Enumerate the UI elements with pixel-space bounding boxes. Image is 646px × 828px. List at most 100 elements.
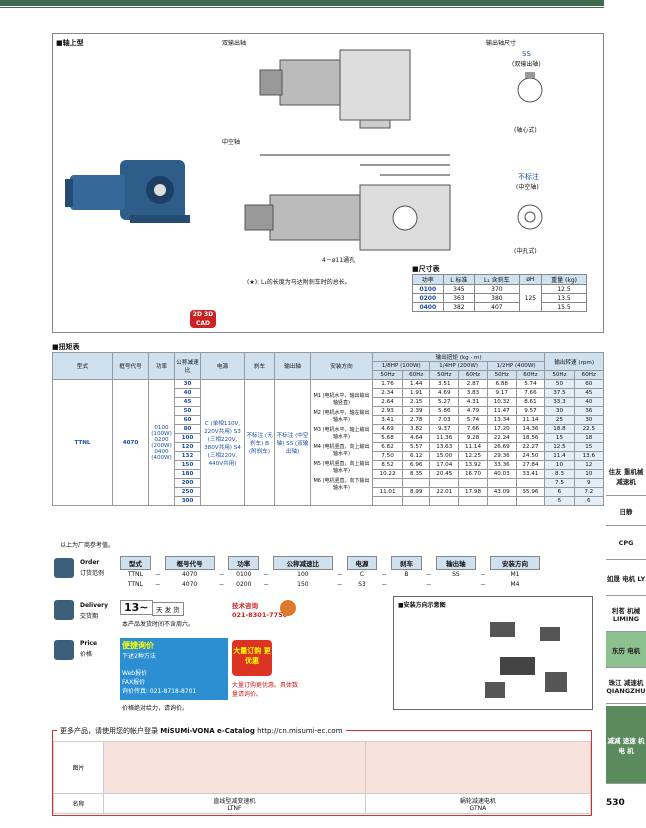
ss-label: SS xyxy=(522,50,531,58)
order-h: 公称减速比 xyxy=(273,556,333,570)
th-rpm: 输出转速 (rpm) xyxy=(544,352,604,371)
th-model: 型式 xyxy=(52,352,113,380)
table-cell: 7.2 xyxy=(573,487,605,497)
catalog-img2[interactable] xyxy=(364,741,592,794)
table-cell xyxy=(486,478,517,488)
torque-footnote: 以上为厂商参考值。 xyxy=(60,542,115,549)
table-cell xyxy=(371,478,404,488)
table-cell: 18.56 xyxy=(515,433,546,443)
table-cell: 22.01 xyxy=(429,487,460,497)
catalog-panel: 更多产品，请使用您的帐户登录 MiSUMi-VONA e-Catalog htt… xyxy=(52,726,592,816)
table-cell: 13.34 xyxy=(486,415,517,425)
table-cell: 11.14 xyxy=(515,415,546,425)
table-cell: 4.64 xyxy=(402,433,431,443)
order-label-cn: 订货范例 xyxy=(80,570,105,577)
no-mark-label: 不标注 xyxy=(518,173,539,181)
table-cell: 16.70 xyxy=(458,469,488,479)
table-cell: 3.41 xyxy=(371,415,404,425)
truck-icon xyxy=(54,600,74,620)
th-ratio: 公称减速比 xyxy=(174,352,201,380)
quick-quote-panel[interactable]: 便捷询价 下述2种方法 Web报价 FAX报价 询价传真: 021-8718-8… xyxy=(120,638,228,700)
dir-item: M5 (电机竖直，向上输出轴水平) xyxy=(313,460,370,474)
side-tab-1[interactable]: 住友 重机械 减速机 xyxy=(606,456,646,496)
p2-code: GTNA xyxy=(469,804,487,812)
table-cell: 45 xyxy=(573,388,605,398)
table-cell: 5 xyxy=(544,496,575,506)
table-cell: 9.17 xyxy=(486,388,517,398)
table-cell: 7.03 xyxy=(429,415,460,425)
drawing-hollow xyxy=(244,154,451,251)
table-cell: 11.47 xyxy=(486,406,517,416)
table-cell: 不标注 (无刹车) B (附刹车) xyxy=(244,379,275,506)
table-cell: 4070 xyxy=(112,379,149,506)
ss-shaft-drawing xyxy=(517,72,543,103)
catalog-row1: 图片 xyxy=(53,741,104,794)
table-cell: 200 xyxy=(174,478,201,488)
table-cell: 45 xyxy=(174,397,201,407)
cad-badge[interactable]: 2D 3D CAD xyxy=(190,310,216,328)
table-cell: 43.09 xyxy=(486,487,517,497)
delivery-unit: 天 发 货 xyxy=(152,602,184,616)
table-cell: 7.5 xyxy=(544,478,575,488)
table-cell: 80 xyxy=(174,424,201,434)
table-cell: 2.39 xyxy=(402,406,431,416)
side-tab-4[interactable]: 如晟 电机 LY xyxy=(606,560,646,596)
section-shaft-title: ■轴上型 xyxy=(56,39,84,47)
order-cell: 150 xyxy=(297,581,309,588)
table-cell: 22.27 xyxy=(515,442,546,452)
table-cell: 35.96 xyxy=(515,487,546,497)
side-tab-2[interactable]: 日静 xyxy=(606,496,646,526)
side-tab-6[interactable]: 东历 电机 xyxy=(606,632,646,668)
web-quote[interactable]: Web报价 xyxy=(122,670,148,677)
order-cell: M4 xyxy=(510,581,520,588)
th-power: 功率 xyxy=(148,352,175,380)
table-cell: 8.61 xyxy=(515,397,546,407)
table-cell: 15 xyxy=(544,433,575,443)
install-diagram xyxy=(485,622,567,698)
side-tab-5[interactable]: 利茗 机械 LIMING xyxy=(606,596,646,632)
big-order-badge: 大量订购 更优惠 xyxy=(232,640,272,676)
output-shaft-dim-label: 输出轴尺寸 xyxy=(486,40,517,47)
phone-icon xyxy=(280,600,296,616)
table-cell: 10.22 xyxy=(371,469,404,479)
catalog-img1[interactable] xyxy=(103,741,366,794)
table-cell xyxy=(429,478,460,488)
fax-quote[interactable]: FAX报价 xyxy=(122,679,146,686)
table-cell: 33.41 xyxy=(515,469,546,479)
torque-table: 型式 框号代号 功率 公称减速比 电源 刹车 输出轴 安装方向 输出扭矩 (kg… xyxy=(52,352,605,506)
table-cell: 5.27 xyxy=(429,397,460,407)
side-tab-8[interactable]: 减减 速速 机电 机 xyxy=(606,706,646,784)
product-photo xyxy=(65,160,190,223)
hollow-shaft-drawing xyxy=(517,204,543,230)
table-cell: 250 xyxy=(174,487,201,497)
table-cell: 60 xyxy=(573,379,605,389)
table-cell: 12 xyxy=(573,460,605,470)
th-source: 电源 xyxy=(200,352,245,380)
table-cell: 9.28 xyxy=(458,433,488,443)
order-cell: 4070 xyxy=(181,581,198,588)
table-cell: 3.82 xyxy=(402,424,431,434)
table-cell: 13.63 xyxy=(429,442,460,452)
tech-support[interactable]: 技术咨询 021-8301-7750 xyxy=(232,602,287,620)
table-cell: 3.83 xyxy=(458,388,488,398)
side-tab-7[interactable]: 珠江 减速机 QIANGZHU xyxy=(606,668,646,704)
table-cell: 2.78 xyxy=(402,415,431,425)
length-note: (★): L₁的长度为马达附刹车时的总长。 xyxy=(247,279,351,286)
side-tab-3[interactable]: CPG xyxy=(606,526,646,560)
catalog-url[interactable]: http://cn.misumi-ec.com xyxy=(257,727,343,735)
hollow-hole-label: (中孔式) xyxy=(514,248,537,255)
table-cell: 8.52 xyxy=(371,460,404,470)
table-cell: 33.36 xyxy=(486,460,517,470)
th-torque: 输出扭矩 (kg · m) xyxy=(371,352,546,362)
table-cell: 24.50 xyxy=(515,451,546,461)
table-cell: 8.35 xyxy=(402,469,431,479)
th-dir: 安装方向 xyxy=(310,352,373,380)
table-cell: 0100 xyxy=(412,284,444,294)
table-cell: 370 xyxy=(474,284,520,294)
order-icon xyxy=(54,558,74,578)
order-cell: 4070 xyxy=(181,571,198,579)
